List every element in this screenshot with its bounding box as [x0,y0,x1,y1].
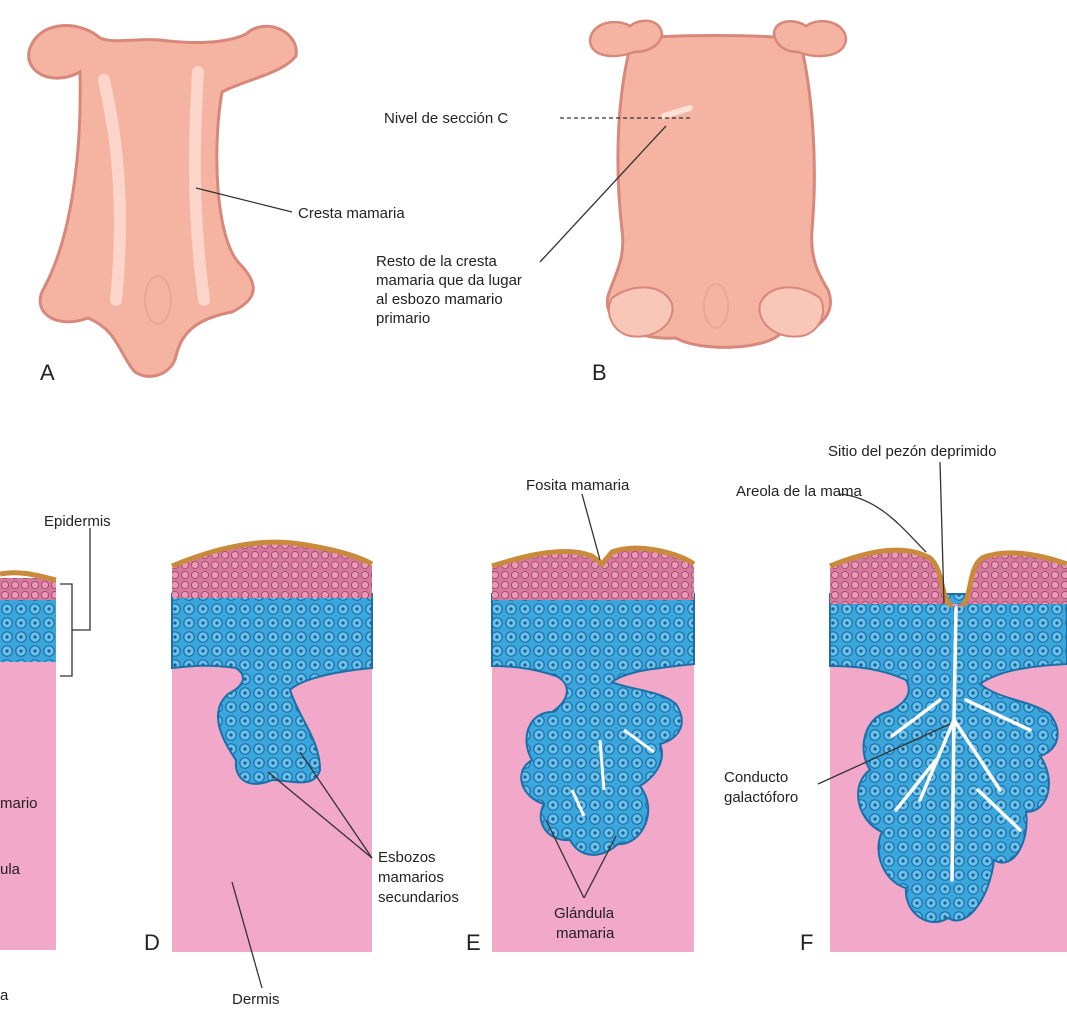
panel-letter-f: F [800,930,813,955]
label-resto-2: mamaria que da lugar [376,272,522,289]
label-resto-1: Resto de la cresta [376,253,498,270]
label-cresta-mamaria: Cresta mamaria [298,205,405,222]
panel-d: Esbozos mamarios secundarios Dermis D [144,542,459,1008]
label-resto-3: al esbozo mamario [376,291,503,308]
panel-c-epithelium [0,598,56,662]
label-fosita-mamaria: Fosita mamaria [526,477,630,494]
label-c-partial-1: mario [0,795,38,812]
panel-letter-e: E [466,930,481,955]
label-esbozos-3: secundarios [378,889,459,906]
label-areola: Areola de la mama [736,483,863,500]
panel-c-basal [0,578,56,600]
leader-fosita [582,494,600,560]
label-c-partial-3: a [0,987,9,1004]
label-resto-4: primario [376,310,430,327]
label-c-partial-2: ula [0,861,21,878]
label-glandula-1: Glándula [554,905,615,922]
label-epidermis: Epidermis [44,513,111,530]
label-nivel-seccion: Nivel de sección C [384,110,508,127]
label-conducto-2: galactóforo [724,789,798,806]
panel-c: Epidermis mario ula a [0,513,111,1004]
panel-letter-d: D [144,930,160,955]
panel-a: Cresta mamaria A [29,26,406,385]
label-conducto-1: Conducto [724,769,788,786]
label-dermis: Dermis [232,991,280,1008]
panel-letter-b: B [592,360,607,385]
label-esbozos-2: mamarios [378,869,444,886]
panel-f: Sitio del pezón deprimido Areola de la m… [724,443,1067,955]
label-sitio-pezon: Sitio del pezón deprimido [828,443,996,460]
leader-areola [840,494,926,552]
panel-letter-a: A [40,360,55,385]
panel-e: Fosita mamaria Glándula mamaria E [466,477,694,955]
panel-b: Nivel de sección C Resto de la cresta ma… [376,21,846,385]
label-glandula-2: mamaria [556,925,615,942]
label-esbozos-1: Esbozos [378,849,436,866]
epidermis-bracket [60,528,90,676]
